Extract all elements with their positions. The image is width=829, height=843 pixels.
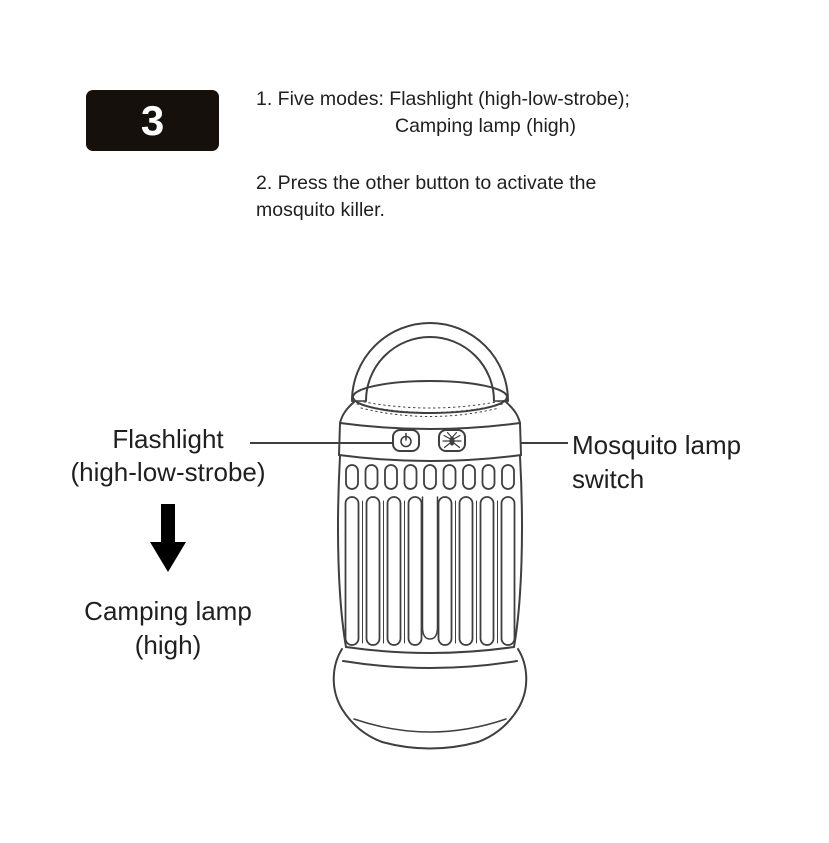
button-band bbox=[338, 422, 522, 462]
mosquito-switch-label: Mosquito lamp switch bbox=[572, 428, 741, 496]
flashlight-callout-line bbox=[250, 442, 396, 444]
cage-long-slats bbox=[344, 496, 516, 646]
down-arrow-icon bbox=[150, 504, 186, 572]
step-number: 3 bbox=[140, 96, 165, 144]
power-icon bbox=[400, 432, 412, 448]
device-illustration bbox=[332, 322, 528, 750]
mosquito-callout-line bbox=[520, 442, 568, 444]
base bbox=[332, 648, 528, 750]
instruction-2-line-1: 2. Press the other button to activate th… bbox=[256, 172, 597, 194]
mosquito-switch-label-line-2: switch bbox=[572, 464, 645, 494]
flashlight-power-button bbox=[392, 429, 420, 452]
instruction-item-2: 2. Press the other button to activate th… bbox=[256, 170, 596, 224]
camping-lamp-label-line-1: Camping lamp bbox=[84, 596, 252, 626]
cage-outline bbox=[337, 455, 523, 654]
step-badge: 3 bbox=[86, 90, 219, 151]
solar-cap bbox=[352, 380, 508, 417]
mosquito-icon bbox=[442, 431, 462, 449]
instruction-2-line-2: mosquito killer. bbox=[256, 199, 385, 221]
flashlight-label: Flashlight (high-low-strobe) bbox=[46, 423, 290, 489]
instruction-1-line-2: Camping lamp (high) bbox=[395, 115, 576, 137]
uv-tube bbox=[421, 496, 439, 640]
cage-short-slats bbox=[345, 464, 515, 490]
flashlight-label-line-2: (high-low-strobe) bbox=[70, 457, 266, 487]
instruction-item-1: 1. Five modes: Flashlight (high-low-stro… bbox=[256, 86, 630, 140]
mosquito-lamp-button bbox=[438, 429, 466, 452]
camping-lamp-label: Camping lamp (high) bbox=[46, 594, 290, 662]
handle bbox=[351, 322, 509, 402]
mosquito-switch-label-line-1: Mosquito lamp bbox=[572, 430, 742, 460]
flashlight-label-line-1: Flashlight bbox=[112, 424, 224, 454]
instruction-1-line-1: 1. Five modes: Flashlight (high-low-stro… bbox=[256, 88, 630, 110]
cage-wires bbox=[362, 500, 498, 644]
camping-lamp-label-line-2: (high) bbox=[134, 630, 202, 660]
